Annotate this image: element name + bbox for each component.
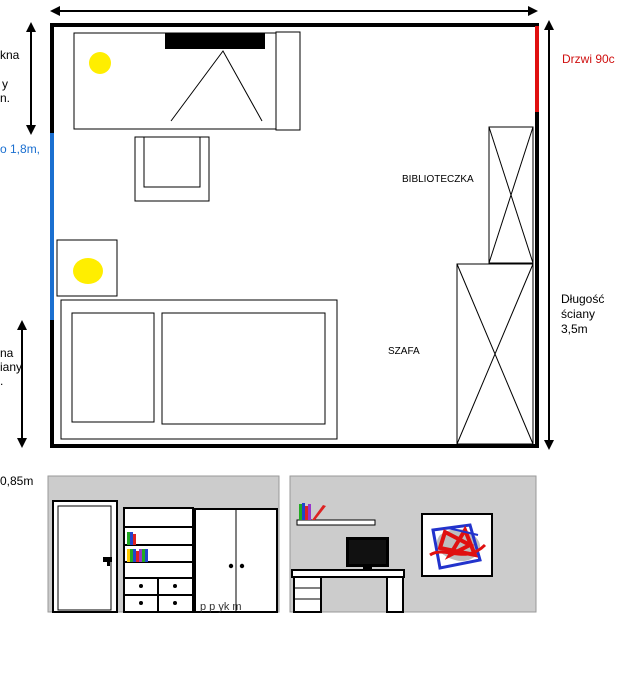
wall-length-label-3: 3,5m <box>561 322 588 336</box>
drawer-knob <box>173 601 177 605</box>
wall-shelf <box>296 519 376 526</box>
drawer-knob <box>139 601 143 605</box>
drawer-knob <box>139 584 143 588</box>
bookcase-cross-2 <box>488 126 534 264</box>
book <box>133 534 136 545</box>
book <box>139 549 142 562</box>
book <box>308 504 311 520</box>
wall-length-label-1: Długość <box>561 292 605 306</box>
elevation-door-panel <box>57 505 112 611</box>
cut-off-caption: p p yk m <box>200 601 242 613</box>
elevation-desk-top <box>291 569 405 578</box>
book <box>145 549 148 562</box>
book <box>127 549 130 562</box>
desk-side-cabinet <box>275 31 301 131</box>
wardrobe-cross-2 <box>456 263 534 445</box>
wardrobe-knob <box>239 563 245 569</box>
book-leaning <box>312 505 326 520</box>
desk-lines <box>170 50 263 122</box>
painting-scribbles <box>429 523 487 570</box>
elevation-desk-leg <box>386 576 404 613</box>
drawer-knob <box>173 584 177 588</box>
monitor-screen <box>349 540 386 564</box>
chair-inner <box>143 136 201 188</box>
bed-mattress <box>161 312 326 425</box>
window-bottom-label-3: . <box>0 374 4 388</box>
bottom-measure-label: 0,85m <box>0 474 34 488</box>
bed-pillow <box>71 312 155 423</box>
book <box>130 532 133 545</box>
window-bottom-label-2: iany <box>0 360 23 374</box>
book <box>302 503 305 520</box>
lamp-icon-2 <box>73 258 103 284</box>
door-label: Drzwi 90c <box>562 52 615 66</box>
window-bottom-label-1: na <box>0 346 14 360</box>
book <box>305 506 308 520</box>
window-top-label-3: n. <box>0 91 11 105</box>
book <box>130 549 133 562</box>
book <box>127 532 130 545</box>
window-width-label: o 1,8m, <box>0 142 41 156</box>
door-handle-stem <box>107 557 110 566</box>
book <box>133 549 136 562</box>
desk-monitor-bar <box>165 33 265 49</box>
wardrobe-knob <box>228 563 234 569</box>
wardrobe-label: SZAFA <box>388 346 420 357</box>
window-top-label-1: kna <box>0 48 20 62</box>
lamp-icon <box>89 52 111 74</box>
book <box>299 504 302 520</box>
window-top-label-2: y <box>2 77 8 91</box>
wall-length-label-2: ściany <box>561 307 596 321</box>
book <box>142 549 145 562</box>
bookcase-label: BIBLIOTECZKA <box>402 174 474 185</box>
wall-elevation-2 <box>289 475 537 613</box>
elevation-desk-drawers <box>293 576 322 613</box>
book <box>136 551 139 562</box>
monitor-stand <box>363 567 372 570</box>
